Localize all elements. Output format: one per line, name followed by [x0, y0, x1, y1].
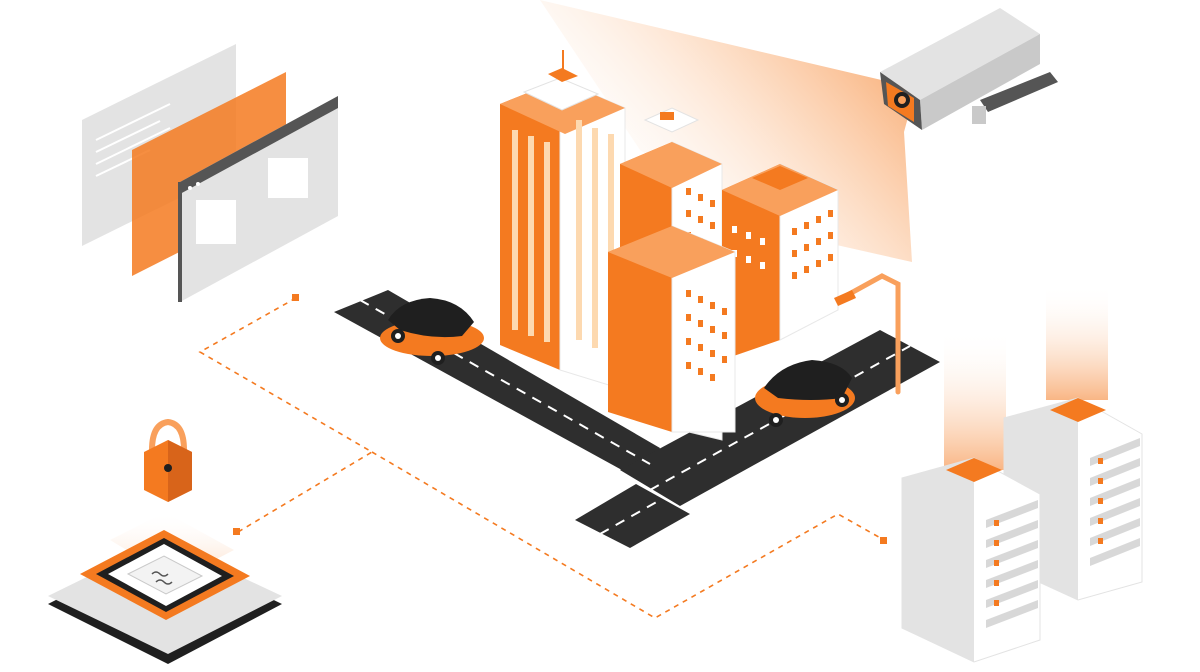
building-front — [608, 225, 736, 433]
building-right — [722, 163, 839, 360]
network-connectors — [198, 297, 885, 619]
security-camera-icon — [880, 8, 1058, 130]
car-icon — [755, 360, 855, 427]
layered-screens-icon — [82, 44, 338, 302]
server-racks-icon — [901, 284, 1143, 663]
building-tall-left — [500, 50, 626, 391]
connector-node — [292, 294, 299, 301]
street-lamp-icon — [834, 273, 901, 395]
connector-node — [880, 537, 887, 544]
car-icon — [380, 298, 484, 365]
connector-node — [233, 528, 240, 535]
microchip-icon — [48, 530, 282, 664]
